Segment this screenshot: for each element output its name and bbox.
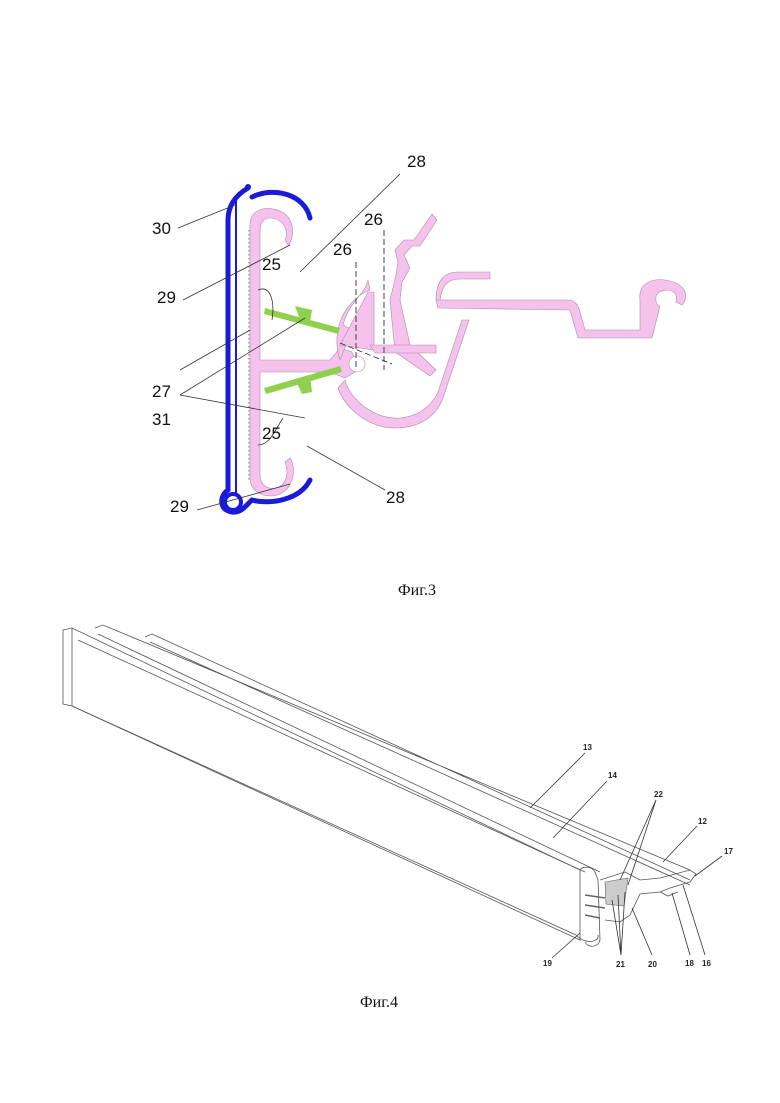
extrusion-front-face — [63, 628, 580, 940]
label-22: 22 — [654, 790, 663, 799]
label-30: 30 — [152, 219, 171, 238]
figure-3: 28 30 26 26 29 25 27 31 25 29 28 Фиг.3 — [152, 152, 686, 599]
label-29-bottom: 29 — [170, 497, 189, 516]
label-27: 27 — [152, 382, 171, 401]
profile-arm — [340, 292, 374, 350]
label-12: 12 — [698, 817, 707, 826]
extrusion-top-rails — [78, 625, 690, 885]
label-18: 18 — [685, 959, 694, 968]
label-13: 13 — [583, 743, 592, 752]
label-21: 21 — [616, 960, 625, 969]
label-29-top: 29 — [157, 288, 176, 307]
label-26-left: 26 — [333, 240, 352, 259]
label-26-right: 26 — [364, 210, 383, 229]
label-20: 20 — [648, 960, 657, 969]
figure-4-caption: Фиг.4 — [360, 994, 398, 1011]
figure-3-caption: Фиг.3 — [398, 582, 436, 599]
clip-loop — [225, 494, 241, 510]
profile-shelf-arm — [436, 272, 686, 338]
figure-4: 13 14 22 12 17 19 21 20 18 16 Фиг.4 — [63, 625, 733, 1011]
label-19: 19 — [543, 959, 552, 968]
profile-connector — [370, 345, 436, 353]
label-14: 14 — [608, 771, 617, 780]
label-25-top: 25 — [262, 255, 281, 274]
blue-clip — [222, 188, 310, 512]
label-25-bottom: 25 — [262, 424, 281, 443]
label-16: 16 — [702, 959, 711, 968]
label-31: 31 — [152, 410, 171, 429]
label-17: 17 — [724, 847, 733, 856]
label-28-bottom: 28 — [386, 488, 405, 507]
clip-tip — [245, 184, 251, 190]
label-28-top: 28 — [407, 152, 426, 171]
